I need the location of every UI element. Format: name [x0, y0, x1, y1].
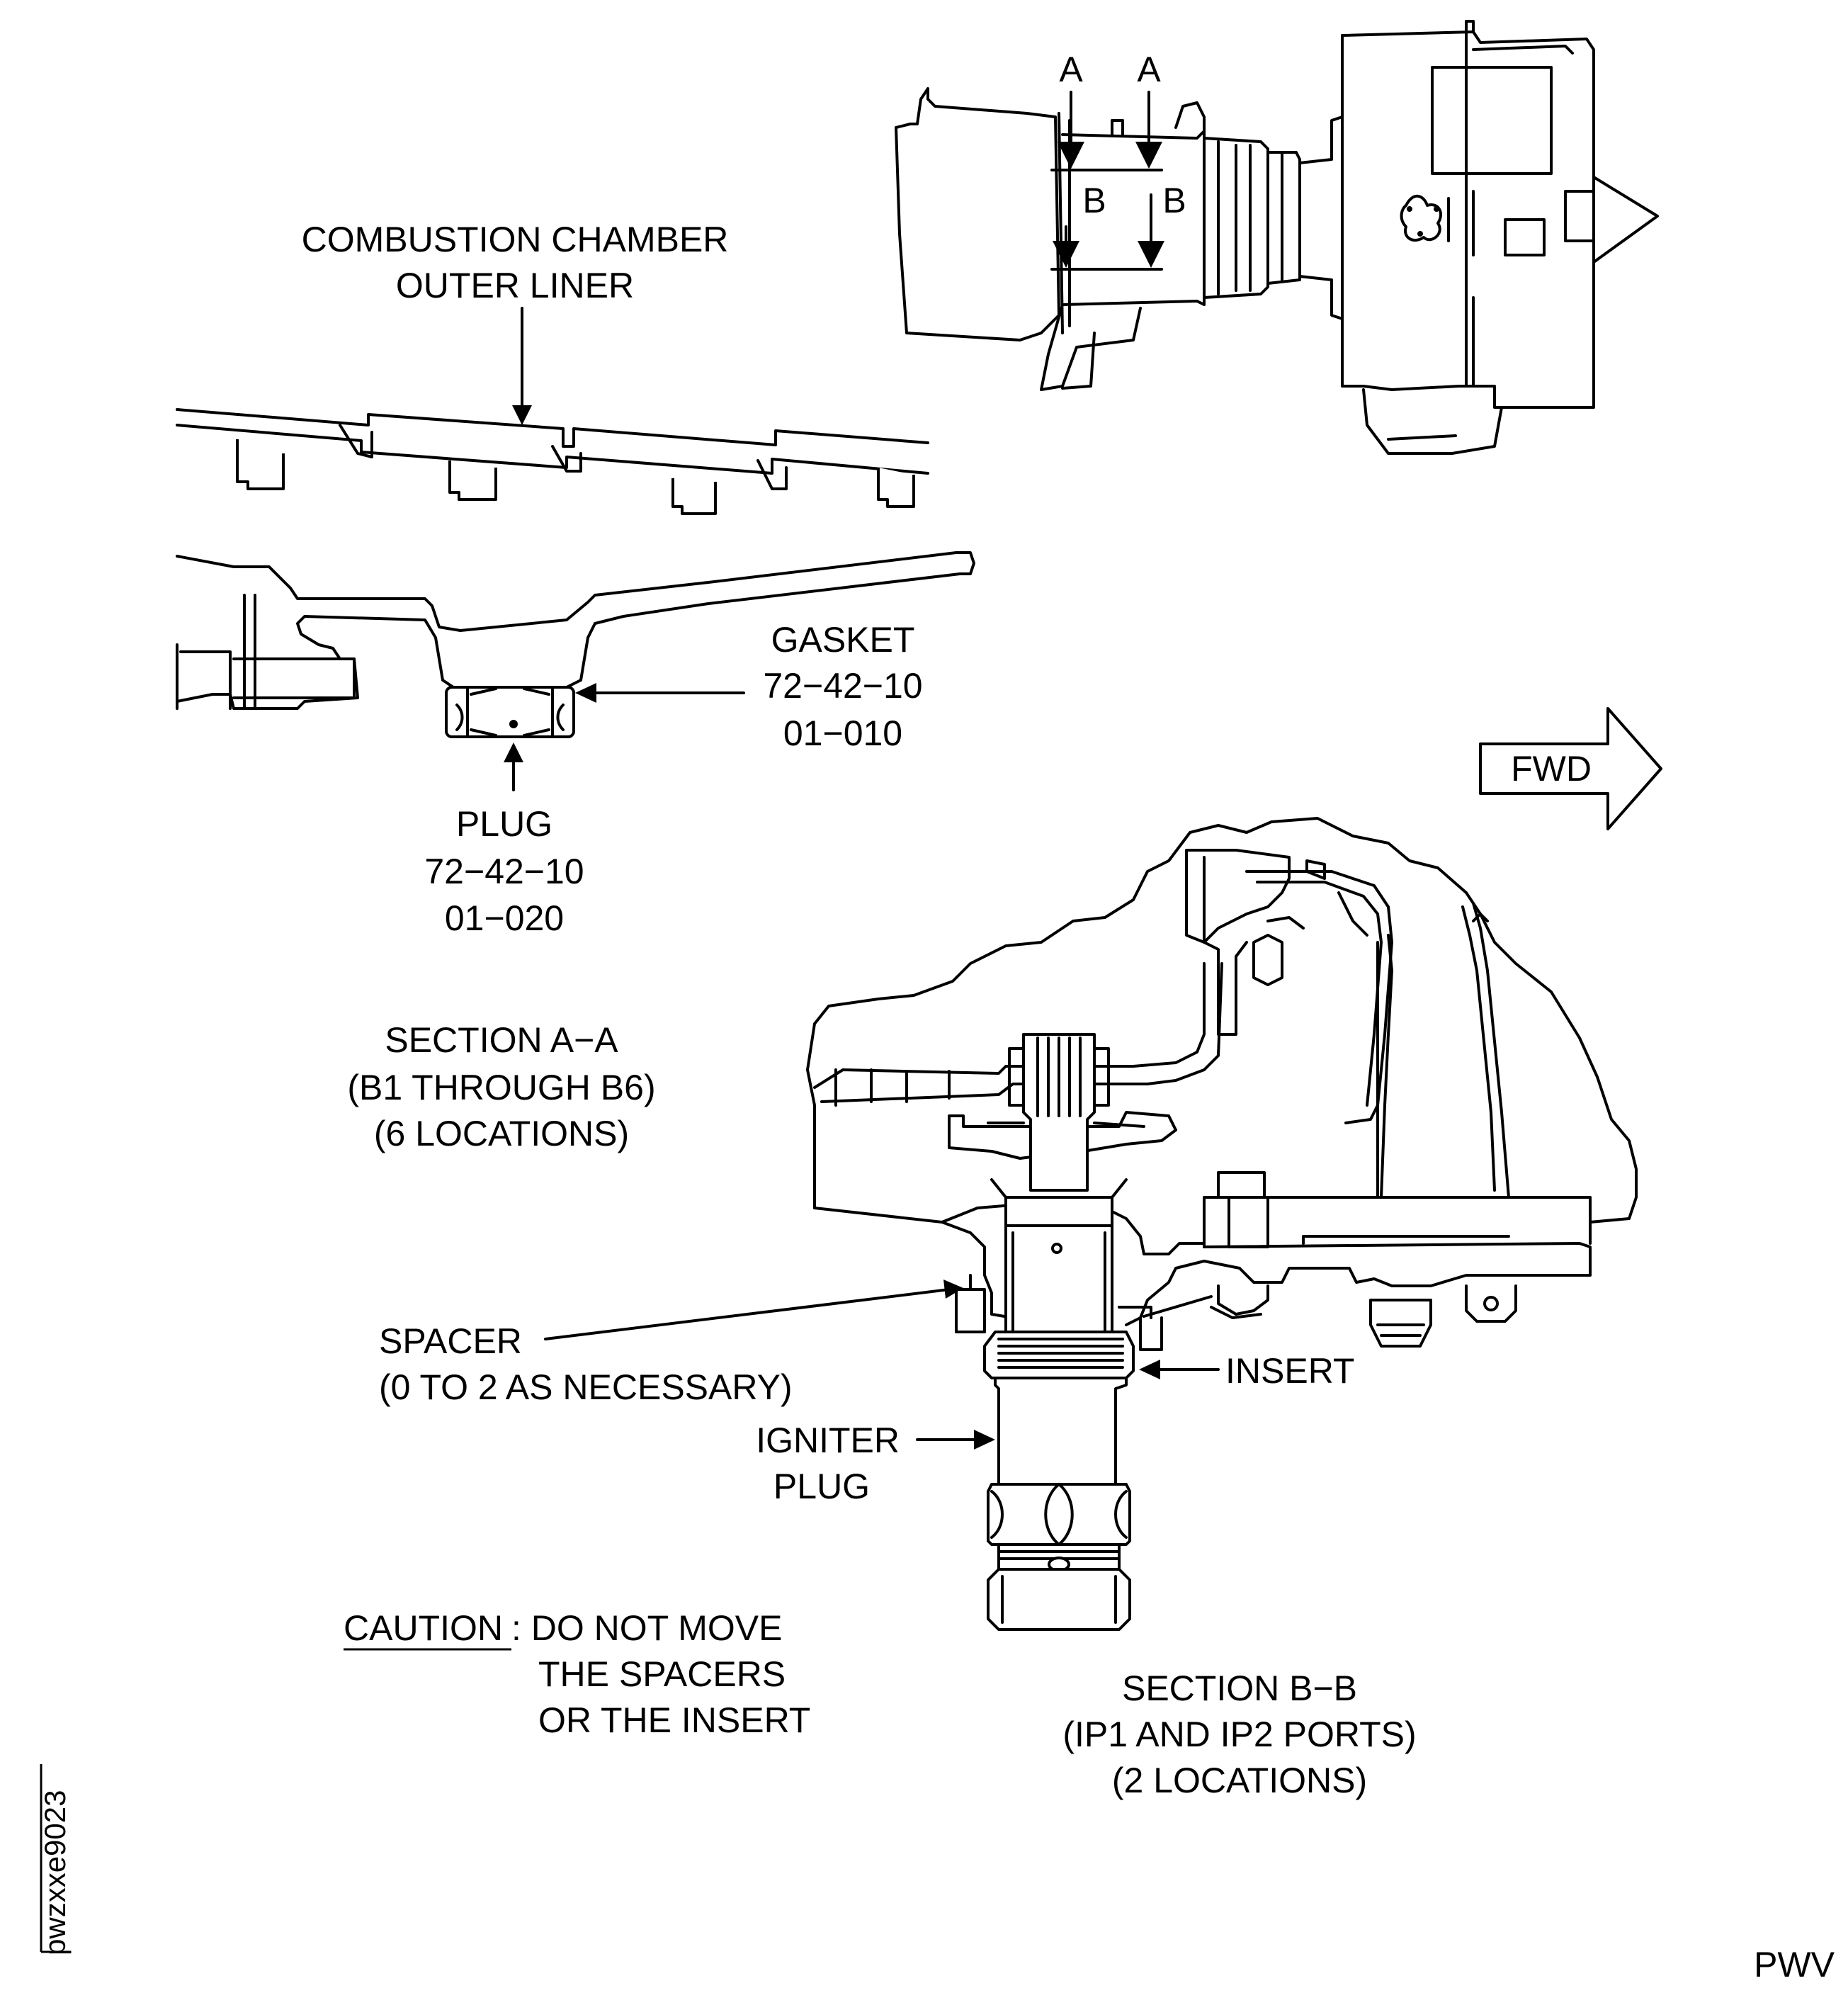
- figure-id: pwzxxe9023: [38, 1790, 72, 1955]
- outer-liner-drawing: [176, 408, 929, 515]
- fwd-arrow: FWD: [1479, 707, 1662, 830]
- view-b-left-marker: B: [1082, 181, 1106, 220]
- igniter-plug-label-line-2: PLUG: [773, 1467, 870, 1506]
- spacer-label-line-2: (0 TO 2 AS NECESSARY): [379, 1367, 793, 1407]
- section-bb-title: SECTION B−B: [1122, 1668, 1357, 1708]
- section-bb-drawing: [544, 817, 1638, 1631]
- section-bb-locations: (2 LOCATIONS): [1112, 1761, 1367, 1800]
- section-aa-subtitle: (B1 THROUGH B6): [347, 1068, 655, 1107]
- plug-label-line-3: 01−020: [445, 898, 564, 938]
- plug-label-line-2: 72−42−10: [424, 852, 584, 891]
- section-bb-subtitle: (IP1 AND IP2 PORTS): [1062, 1715, 1416, 1754]
- outer-liner-label-line-2: OUTER LINER: [396, 266, 634, 305]
- spacer-label-line-1: SPACER: [379, 1321, 522, 1361]
- caution-text-line-2: THE SPACERS: [538, 1654, 786, 1694]
- gasket-label-line-3: 01−010: [783, 713, 902, 753]
- caution-text-line-3: OR THE INSERT: [538, 1700, 810, 1740]
- caution-heading: CAUTION: [344, 1608, 503, 1648]
- callout-labels: COMBUSTION CHAMBER OUTER LINER GASKET 72…: [302, 220, 1417, 1800]
- gasket-label-line-1: GASKET: [771, 620, 915, 660]
- view-a-right-marker: A: [1137, 50, 1161, 89]
- fwd-label: FWD: [1511, 749, 1592, 789]
- insert-label: INSERT: [1225, 1351, 1354, 1391]
- gasket-label-line-2: 72−42−10: [763, 666, 922, 706]
- section-aa-locations: (6 LOCATIONS): [374, 1114, 629, 1153]
- section-aa-drawing: [176, 307, 975, 791]
- outer-liner-label-line-1: COMBUSTION CHAMBER: [302, 220, 729, 259]
- igniter-plug-label-line-1: IGNITER: [756, 1421, 900, 1460]
- section-aa-title: SECTION A−A: [385, 1020, 618, 1060]
- plug-label-line-1: PLUG: [456, 804, 552, 844]
- view-b-right-marker: B: [1162, 181, 1186, 220]
- footer-code: PWV: [1754, 1945, 1835, 1984]
- figure-id-block: pwzxxe9023: [38, 1764, 72, 1955]
- engine-overview-drawing: A A B B: [895, 20, 1659, 455]
- caution-text-line-1: : DO NOT MOVE: [511, 1608, 782, 1648]
- view-a-left-marker: A: [1059, 50, 1083, 89]
